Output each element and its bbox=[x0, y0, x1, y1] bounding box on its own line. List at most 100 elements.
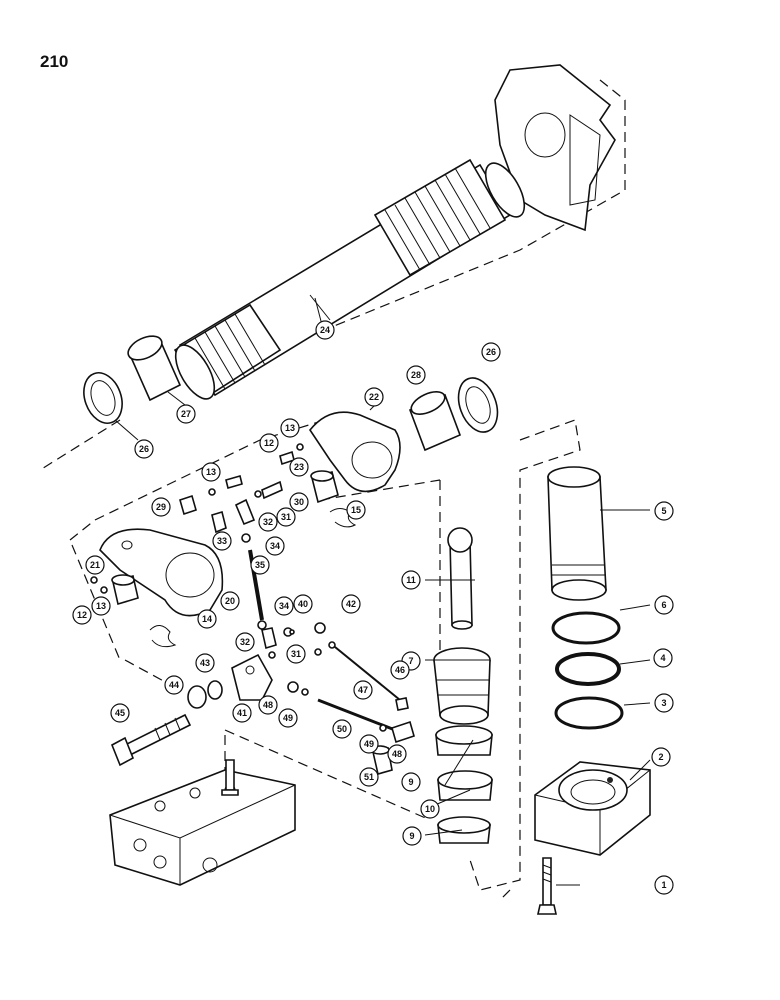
callout-label: 21 bbox=[90, 560, 100, 570]
callout-label: 34 bbox=[270, 541, 280, 551]
callout-48: 48 bbox=[387, 744, 407, 764]
rockshaft-24 bbox=[173, 158, 526, 400]
control-valve-body bbox=[109, 759, 296, 886]
callout-label: 28 bbox=[411, 370, 421, 380]
washer-43 bbox=[207, 680, 223, 700]
bolt-45 bbox=[110, 713, 192, 767]
callout-label: 48 bbox=[392, 749, 402, 759]
callout-label: 50 bbox=[337, 724, 347, 734]
callout-label: 11 bbox=[406, 575, 416, 585]
spring-47 bbox=[289, 622, 326, 656]
callout-3: 3 bbox=[654, 693, 674, 713]
callout-49: 49 bbox=[359, 734, 379, 754]
callout-31: 31 bbox=[276, 507, 296, 527]
callout-14: 14 bbox=[197, 609, 217, 629]
callout-label: 45 bbox=[115, 708, 125, 718]
callout-label: 9 bbox=[409, 831, 414, 841]
ring-6 bbox=[551, 611, 621, 645]
callout-label: 43 bbox=[200, 658, 210, 668]
small-hardware-upper bbox=[90, 443, 357, 648]
callout-label: 32 bbox=[263, 517, 273, 527]
callout-label: 47 bbox=[358, 685, 368, 695]
callout-30: 30 bbox=[289, 492, 309, 512]
callout-34: 34 bbox=[265, 536, 285, 556]
callout-26: 26 bbox=[134, 439, 154, 459]
callout-12: 12 bbox=[72, 605, 92, 625]
leader-lines bbox=[314, 297, 651, 886]
callout-label: 14 bbox=[202, 614, 212, 624]
callout-13: 13 bbox=[91, 596, 111, 616]
callout-24: 24 bbox=[315, 320, 335, 340]
callout-label: 32 bbox=[240, 637, 250, 647]
callout-41: 41 bbox=[232, 703, 252, 723]
callout-label: 1 bbox=[661, 880, 666, 890]
callout-label: 31 bbox=[291, 649, 301, 659]
callout-label: 12 bbox=[264, 438, 274, 448]
plunger-11 bbox=[447, 527, 473, 630]
callout-label: 51 bbox=[364, 772, 374, 782]
clevis-48-lower bbox=[379, 720, 415, 744]
callout-2: 2 bbox=[651, 747, 671, 767]
callout-51: 51 bbox=[359, 767, 379, 787]
bushing-27 bbox=[127, 335, 186, 406]
callout-31: 31 bbox=[286, 644, 306, 664]
rockshaft-housing bbox=[494, 64, 616, 232]
callout-33: 33 bbox=[212, 531, 232, 551]
callout-label: 20 bbox=[225, 596, 235, 606]
callout-label: 2 bbox=[658, 752, 663, 762]
callout-label: 13 bbox=[285, 423, 295, 433]
cylinder-boundary bbox=[469, 419, 581, 901]
callout-26: 26 bbox=[481, 342, 501, 362]
cylinder-head-2 bbox=[534, 761, 651, 856]
callout-label: 44 bbox=[169, 680, 179, 690]
callout-label: 35 bbox=[255, 560, 265, 570]
callout-49: 49 bbox=[278, 708, 298, 728]
callout-21: 21 bbox=[85, 555, 105, 575]
callout-label: 12 bbox=[77, 610, 87, 620]
callout-46: 46 bbox=[390, 660, 410, 680]
callout-15: 15 bbox=[346, 500, 366, 520]
piston-7 bbox=[433, 647, 491, 725]
callout-5: 5 bbox=[654, 501, 674, 521]
ring-3 bbox=[554, 696, 624, 730]
callout-44: 44 bbox=[164, 675, 184, 695]
washer-44 bbox=[187, 685, 207, 709]
callout-label: 34 bbox=[279, 601, 289, 611]
callout-label: 30 bbox=[294, 497, 304, 507]
callout-34: 34 bbox=[274, 596, 294, 616]
callout-label: 7 bbox=[408, 656, 413, 666]
callout-label: 13 bbox=[206, 467, 216, 477]
seal-26-left bbox=[83, 372, 139, 441]
callout-label: 49 bbox=[364, 739, 374, 749]
callout-label: 27 bbox=[181, 409, 191, 419]
ring-9-lower bbox=[437, 816, 491, 844]
callout-13: 13 bbox=[201, 462, 221, 482]
block-21 bbox=[111, 574, 139, 606]
callout-label: 4 bbox=[660, 653, 665, 663]
callout-20: 20 bbox=[220, 591, 240, 611]
callout-group: 1234567991011121213131314152021222324262… bbox=[72, 320, 674, 895]
callout-label: 26 bbox=[139, 444, 149, 454]
callout-29: 29 bbox=[151, 497, 171, 517]
link-48 bbox=[287, 681, 309, 696]
callout-label: 24 bbox=[320, 325, 330, 335]
ring-9-upper bbox=[435, 725, 493, 756]
callout-1: 1 bbox=[654, 875, 674, 895]
callout-label: 15 bbox=[351, 505, 361, 515]
callout-label: 23 bbox=[294, 462, 304, 472]
callout-label: 33 bbox=[217, 536, 227, 546]
callout-label: 22 bbox=[369, 392, 379, 402]
page-number: 210 bbox=[40, 52, 69, 71]
callout-label: 26 bbox=[486, 347, 496, 357]
lift-arm-20 bbox=[99, 528, 224, 617]
callout-48: 48 bbox=[258, 695, 278, 715]
callout-label: 9 bbox=[408, 777, 413, 787]
callout-11: 11 bbox=[401, 570, 421, 590]
callout-40: 40 bbox=[293, 594, 313, 614]
callout-23: 23 bbox=[289, 457, 309, 477]
callout-35: 35 bbox=[250, 555, 270, 575]
bolt-1 bbox=[537, 857, 557, 915]
callout-32: 32 bbox=[235, 632, 255, 652]
callout-label: 40 bbox=[298, 599, 308, 609]
